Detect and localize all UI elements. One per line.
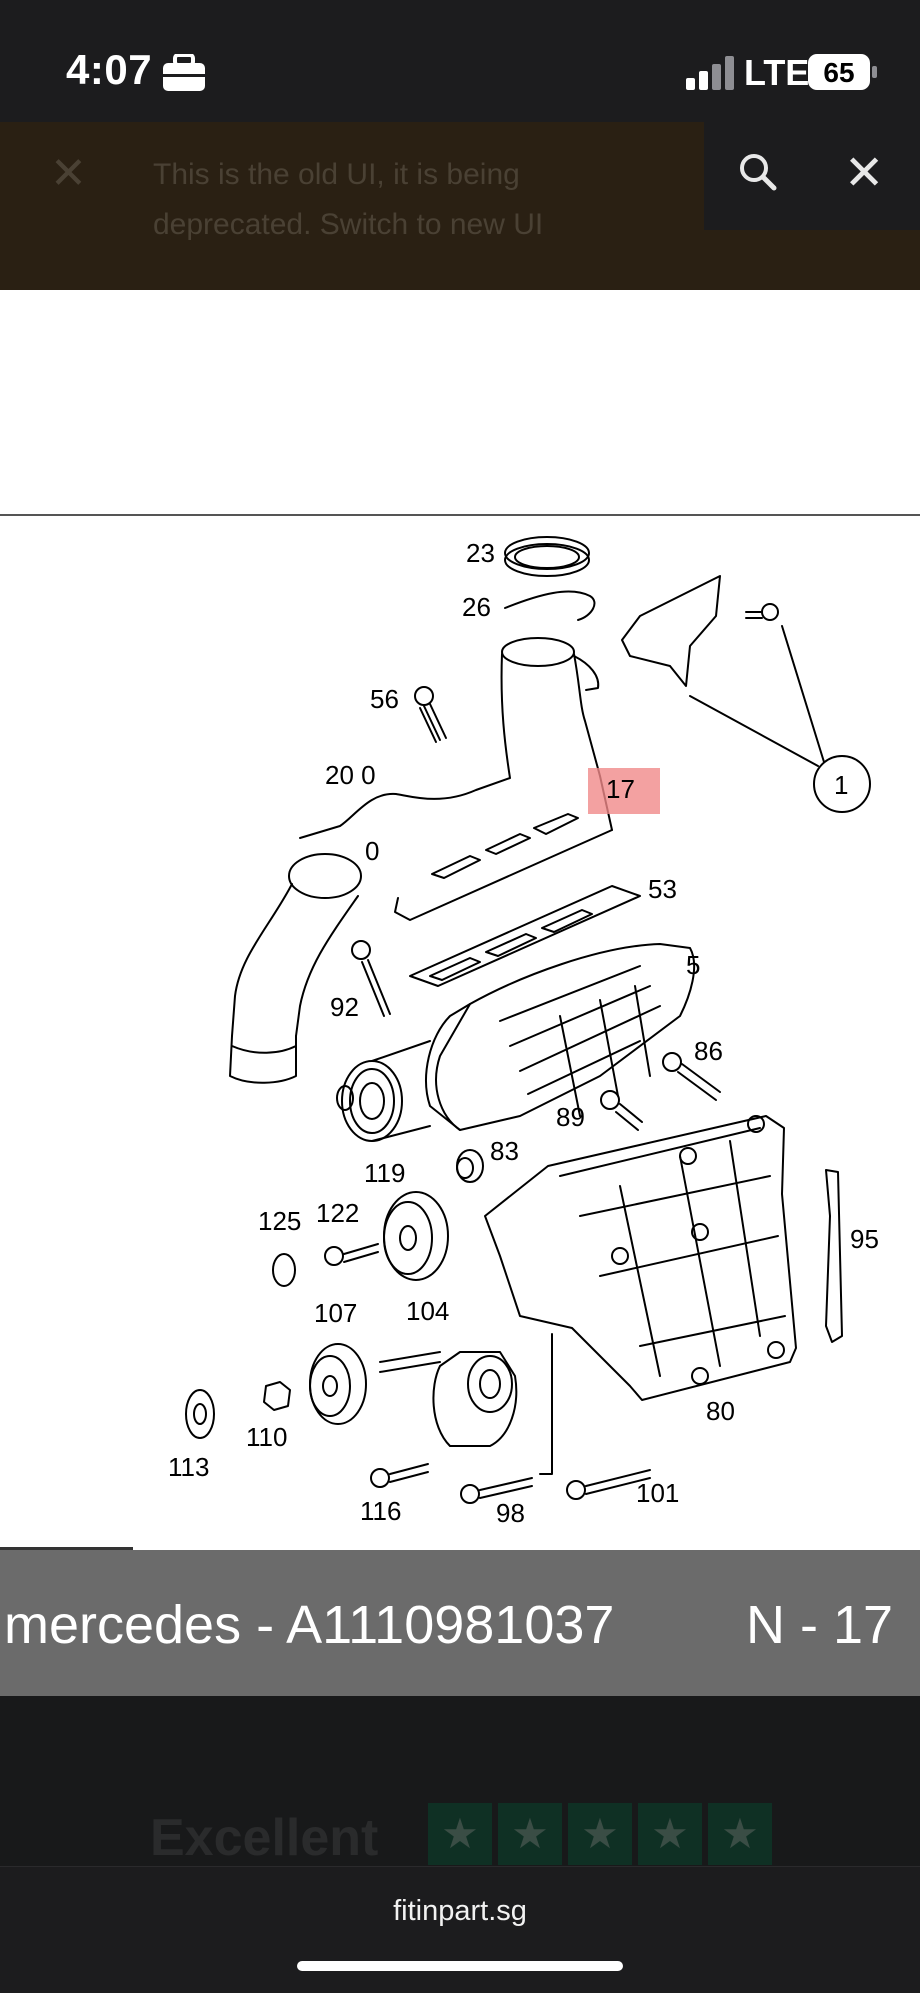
callout-label: 95 xyxy=(850,1224,879,1254)
star-icon: ★ xyxy=(428,1803,492,1865)
callout-label: 113 xyxy=(168,1452,209,1482)
callout-label: 20 0 xyxy=(325,760,376,790)
star-icon: ★ xyxy=(498,1803,562,1865)
part-number-caption: mercedes - A1110981037 xyxy=(4,1595,615,1655)
exploded-parts-diagram: 23 26 56 20 0 17 1 0 53 5 92 86 89 119 8… xyxy=(168,536,879,1528)
image-viewer-toolbar xyxy=(704,122,920,230)
callout-label: 92 xyxy=(330,992,359,1022)
callout-label: 83 xyxy=(490,1136,519,1166)
deprecation-message: This is the old UI, it is being deprecat… xyxy=(153,158,544,241)
star-icon: ★ xyxy=(708,1803,772,1865)
callout-label: 125 xyxy=(258,1206,301,1236)
callout-label: 116 xyxy=(360,1496,401,1526)
callout-label: 26 xyxy=(462,592,491,622)
search-icon[interactable] xyxy=(738,152,778,197)
browser-address-bar[interactable] xyxy=(0,1866,920,1993)
banner-close-icon[interactable]: ✕ xyxy=(50,149,87,198)
briefcase-icon xyxy=(162,53,206,97)
url-text[interactable]: fitinpart.sg xyxy=(393,1895,527,1927)
callout-label: 17 xyxy=(606,774,635,804)
position-caption: N - 17 xyxy=(746,1595,894,1655)
callout-label: 1 xyxy=(834,770,848,800)
callout-label: 104 xyxy=(406,1296,449,1326)
callout-label: 110 xyxy=(246,1422,287,1452)
callout-label: 101 xyxy=(636,1478,679,1508)
close-viewer-icon[interactable]: ✕ xyxy=(844,147,885,200)
callout-label: 89 xyxy=(556,1102,585,1132)
callout-label: 119 xyxy=(364,1158,405,1188)
callout-label: 23 xyxy=(466,538,495,568)
callout-17-highlight xyxy=(588,768,660,814)
cellular-signal-icon xyxy=(686,56,736,95)
diagram-border xyxy=(0,514,920,516)
home-indicator[interactable] xyxy=(297,1961,623,1971)
callout-label: 5 xyxy=(686,950,700,980)
star-icon: ★ xyxy=(568,1803,632,1865)
image-viewer-area xyxy=(0,290,920,1550)
rating-label: Excellent xyxy=(150,1809,379,1867)
image-caption-bar xyxy=(0,1550,920,1696)
battery-icon: 65 xyxy=(808,54,878,97)
battery-level: 65 xyxy=(823,57,854,88)
star-icon: ★ xyxy=(638,1803,702,1865)
callout-label: 80 xyxy=(706,1396,735,1426)
callout-label: 107 xyxy=(314,1298,357,1328)
callout-label: 122 xyxy=(316,1198,359,1228)
status-time: 4:07 xyxy=(66,46,153,93)
callout-label: 53 xyxy=(648,874,677,904)
network-type: LTE xyxy=(744,52,810,93)
callout-label: 0 xyxy=(365,836,379,866)
status-bar xyxy=(0,0,920,122)
callout-label: 56 xyxy=(370,684,399,714)
image-indicator-line xyxy=(0,1547,133,1550)
callout-label: 86 xyxy=(694,1036,723,1066)
callout-label: 98 xyxy=(496,1498,525,1528)
